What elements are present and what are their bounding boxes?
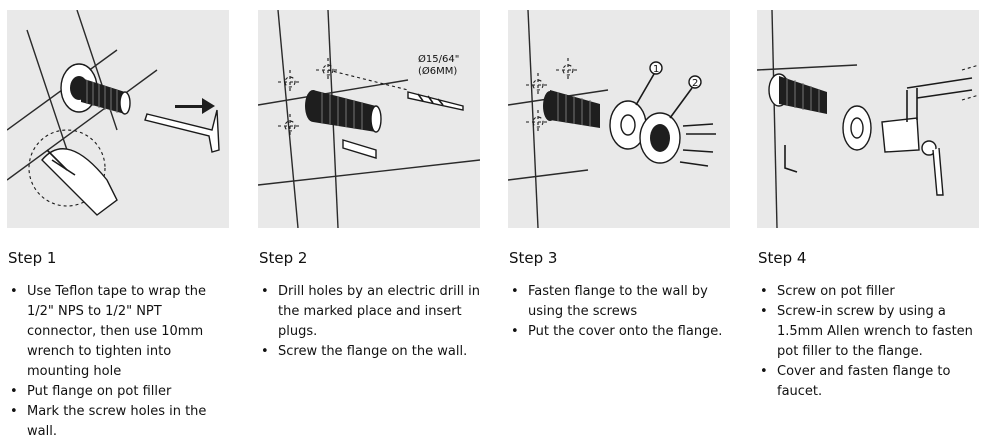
step-2-card: Ø15/64" (Ø6MM) Step 2 Drill holes by an … (258, 10, 480, 362)
step-3-illustration: 1 2 (508, 10, 730, 228)
step-2-instructions: Drill holes by an electric drill in the … (258, 282, 480, 362)
step-4-card: Step 4 Screw on pot filler Screw-in scre… (757, 10, 979, 402)
step-1-instructions: Use Teflon tape to wrap the 1/2" NPS to … (7, 282, 229, 442)
list-item: Use Teflon tape to wrap the 1/2" NPS to … (10, 282, 229, 382)
list-item: Screw the flange on the wall. (261, 342, 480, 362)
list-item: Screw on pot filler (760, 282, 979, 302)
step-3-instructions: Fasten flange to the wall by using the s… (508, 282, 730, 342)
step-2-illustration: Ø15/64" (Ø6MM) (258, 10, 480, 228)
step-1-illustration (7, 10, 229, 228)
step-3-title: Step 3 (509, 249, 558, 267)
step-1-title: Step 1 (8, 249, 57, 267)
drill-size-mm-label: (Ø6MM) (418, 65, 457, 77)
list-item: Screw-in screw by using a 1.5mm Allen wr… (760, 302, 979, 362)
list-item: Put flange on pot filler (10, 382, 229, 402)
list-item: Drill holes by an electric drill in the … (261, 282, 480, 342)
list-item: Fasten flange to the wall by using the s… (511, 282, 730, 322)
list-item: Put the cover onto the flange. (511, 322, 730, 342)
step-4-illustration (757, 10, 979, 228)
step-2-title: Step 2 (259, 249, 308, 267)
step-1-card: Step 1 Use Teflon tape to wrap the 1/2" … (7, 10, 229, 442)
list-item: Mark the screw holes in the wall. (10, 402, 229, 442)
callout-2: 2 (692, 78, 698, 89)
list-item: Cover and fasten flange to faucet. (760, 362, 979, 402)
step-4-title: Step 4 (758, 249, 807, 267)
callout-1: 1 (653, 64, 659, 75)
step-3-card: 1 2 Step 3 Fasten flange to the wall by … (508, 10, 730, 342)
drill-size-label: Ø15/64" (418, 53, 459, 65)
step-4-instructions: Screw on pot filler Screw-in screw by us… (757, 282, 979, 402)
